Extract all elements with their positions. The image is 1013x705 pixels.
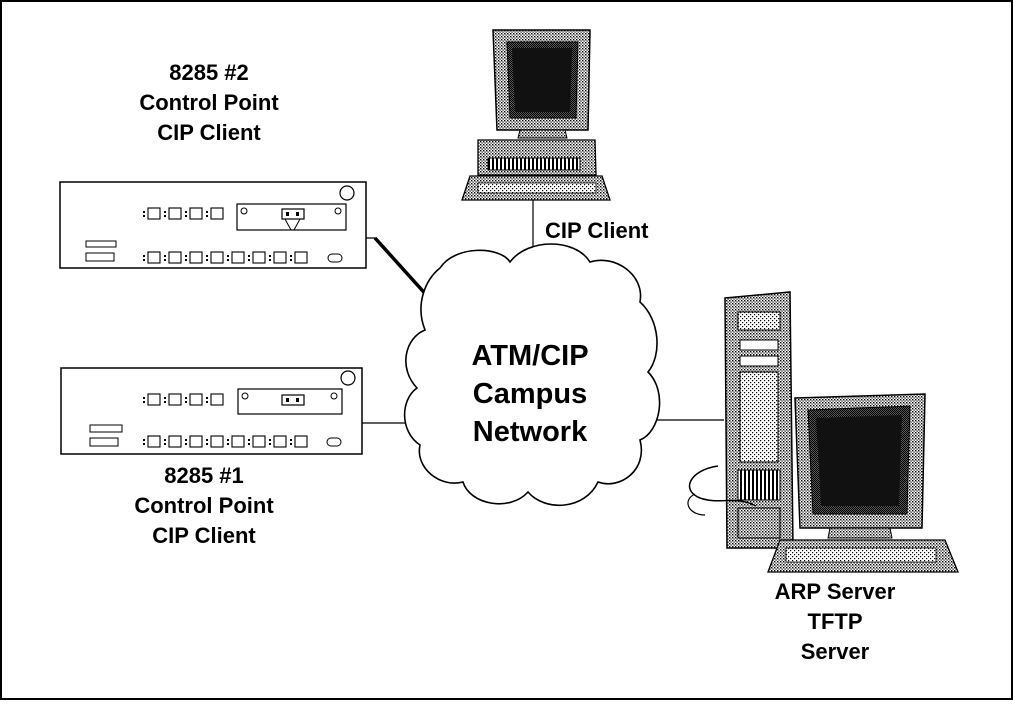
switch-1-chassis-icon — [60, 367, 363, 455]
atm-cloud-icon — [403, 243, 661, 506]
switch-1-label-line-1: 8285 #1 — [164, 463, 244, 488]
workstation-computer-icon — [461, 29, 611, 201]
workstation-label: CIP Client — [545, 218, 649, 243]
switch-2-label-line-2: Control Point — [139, 90, 279, 115]
switch-2-label: 8285 #2 Control Point CIP Client — [94, 58, 324, 148]
switch-2-label-line-1: 8285 #2 — [169, 60, 249, 85]
switch-1-label-line-2: Control Point — [134, 493, 274, 518]
switch-2-label-line-3: CIP Client — [157, 120, 261, 145]
switch-1-label-line-3: CIP Client — [152, 523, 256, 548]
cloud-label: ATM/CIP Campus Network — [430, 337, 630, 451]
switch-2-chassis-icon — [59, 181, 367, 269]
server-label: ARP Server TFTP Server — [760, 577, 910, 667]
server-monitor-icon — [767, 393, 959, 573]
server-label-line-3: Server — [800, 639, 870, 664]
cloud-label-line-3: Network — [472, 416, 588, 448]
server-label-line-1: ARP Server — [774, 579, 896, 604]
cloud-label-line-2: Campus — [472, 378, 588, 410]
switch-1-label: 8285 #1 Control Point CIP Client — [89, 461, 319, 551]
cloud-label-line-1: ATM/CIP — [471, 340, 589, 372]
server-label-line-2: TFTP — [807, 609, 863, 634]
tower-server-icon — [687, 291, 794, 549]
